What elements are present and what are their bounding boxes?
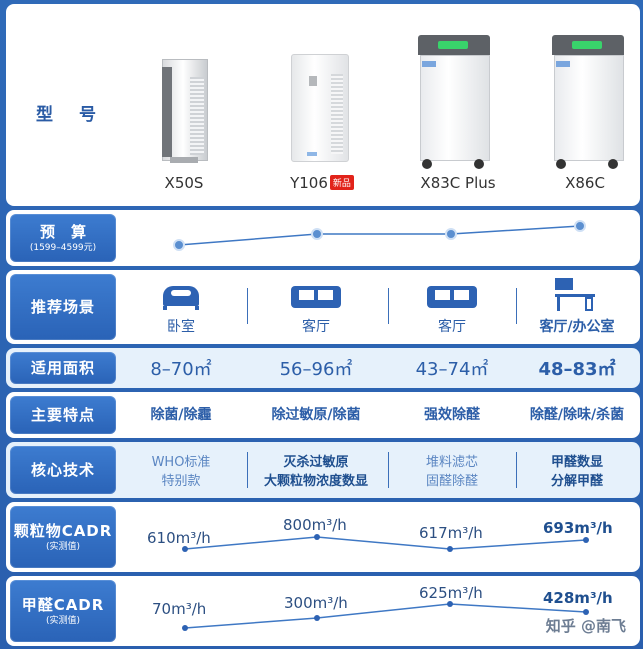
sofa-icon xyxy=(427,282,477,310)
divider xyxy=(247,288,248,324)
particle-cadr-line xyxy=(182,534,589,552)
area-y106: 56–96㎡ xyxy=(279,359,353,380)
sofa-icon xyxy=(291,282,341,310)
tech-y106: 灭杀过敏原 大颗粒物浓度数显 xyxy=(263,455,368,489)
tech-x83c: 堆料滤芯 固醛除醛 xyxy=(425,455,478,489)
tech-x86c: 甲醛数显 分解甲醛 xyxy=(550,455,603,489)
product-image-x83c-plus xyxy=(416,35,492,171)
scene-x50s: 卧室 xyxy=(167,319,195,335)
particle-point-x83c xyxy=(447,546,453,552)
formaldehyde-point-x86c xyxy=(583,609,589,615)
scene-label: 推荐场景 xyxy=(10,274,116,340)
model-name-x83c-plus: X83C Plus xyxy=(420,174,496,192)
formaldehyde-point-x83c xyxy=(447,601,453,607)
formaldehyde-cadr-label: 甲醛CADR (实测值) xyxy=(10,580,116,642)
budget-point-y106 xyxy=(311,228,323,240)
budget-point-x50s xyxy=(173,239,185,251)
row-label-model: 型号 xyxy=(36,105,122,125)
divider xyxy=(516,288,517,324)
model-name-x86c: X86C xyxy=(565,174,605,192)
scene-y106: 客厅 xyxy=(302,319,330,335)
budget-panel: 预算 (1599–4599元) xyxy=(6,210,640,266)
features-label: 主要特点 xyxy=(10,396,116,434)
divider xyxy=(388,452,389,488)
formaldehyde-cadr-panel: 甲醛CADR (实测值) 70m³/h 300m³/h 625m³/h 428m… xyxy=(6,576,640,646)
divider xyxy=(388,288,389,324)
formaldehyde-point-y106 xyxy=(314,615,320,621)
formaldehyde-point-x50s xyxy=(182,625,188,631)
feature-x86c: 除醛/除味/杀菌 xyxy=(529,407,625,423)
desk-icon xyxy=(555,278,595,312)
product-image-x86c xyxy=(550,35,626,171)
particle-value-x50s: 610m³/h xyxy=(147,529,211,547)
divider xyxy=(247,452,248,488)
area-x86c: 48–83㎡ xyxy=(538,359,616,380)
feature-x50s: 除菌/除霾 xyxy=(150,407,212,423)
particle-point-x86c xyxy=(583,537,589,543)
area-panel: 适用面积 8–70㎡ 56–96㎡ 43–74㎡ 48–83㎡ xyxy=(6,348,640,388)
formaldehyde-value-x83c: 625m³/h xyxy=(419,584,483,602)
tech-label: 核心技术 xyxy=(10,446,116,494)
formaldehyde-value-y106: 300m³/h xyxy=(284,594,348,612)
budget-trend-line xyxy=(173,220,586,251)
budget-point-x83c xyxy=(445,228,457,240)
particle-cadr-panel: 颗粒物CADR (实测值) 610m³/h 800m³/h 617m³/h 69… xyxy=(6,502,640,572)
particle-value-x86c: 693m³/h xyxy=(543,519,613,537)
model-name-x50s: X50S xyxy=(164,174,204,192)
particle-cadr-label: 颗粒物CADR (实测值) xyxy=(10,506,116,568)
new-badge: 新品 xyxy=(329,175,354,190)
features-panel: 主要特点 除菌/除霾 除过敏原/除菌 强效除醛 除醛/除味/杀菌 xyxy=(6,392,640,438)
area-x50s: 8–70㎡ xyxy=(150,359,212,380)
particle-point-x50s xyxy=(182,546,188,552)
feature-x83c: 强效除醛 xyxy=(424,407,480,423)
feature-y106: 除过敏原/除菌 xyxy=(271,407,361,423)
tech-panel: 核心技术 WHO标准 特别款 灭杀过敏原 大颗粒物浓度数显 堆料滤芯 固醛除醛 … xyxy=(6,442,640,498)
area-label: 适用面积 xyxy=(10,352,116,384)
budget-label: 预算 (1599–4599元) xyxy=(10,214,116,262)
formaldehyde-value-x86c: 428m³/h xyxy=(543,589,613,607)
formaldehyde-cadr-line xyxy=(182,601,589,631)
tech-x50s: WHO标准 特别款 xyxy=(151,455,211,489)
product-image-y106 xyxy=(287,54,351,166)
product-image-x50s xyxy=(156,59,212,165)
scene-x83c: 客厅 xyxy=(438,319,466,335)
particle-point-y106 xyxy=(314,534,320,540)
budget-point-x86c xyxy=(574,220,586,232)
scene-panel: 推荐场景 卧室 客厅 客厅 客厅/办公室 xyxy=(6,270,640,344)
particle-value-y106: 800m³/h xyxy=(283,516,347,534)
divider xyxy=(516,452,517,488)
scene-x86c: 客厅/办公室 xyxy=(539,319,615,335)
formaldehyde-value-x50s: 70m³/h xyxy=(152,600,207,618)
watermark: 知乎 @南飞 xyxy=(545,617,626,635)
bed-icon xyxy=(163,280,199,310)
area-x83c: 43–74㎡ xyxy=(415,359,489,380)
particle-value-x83c: 617m³/h xyxy=(419,524,483,542)
